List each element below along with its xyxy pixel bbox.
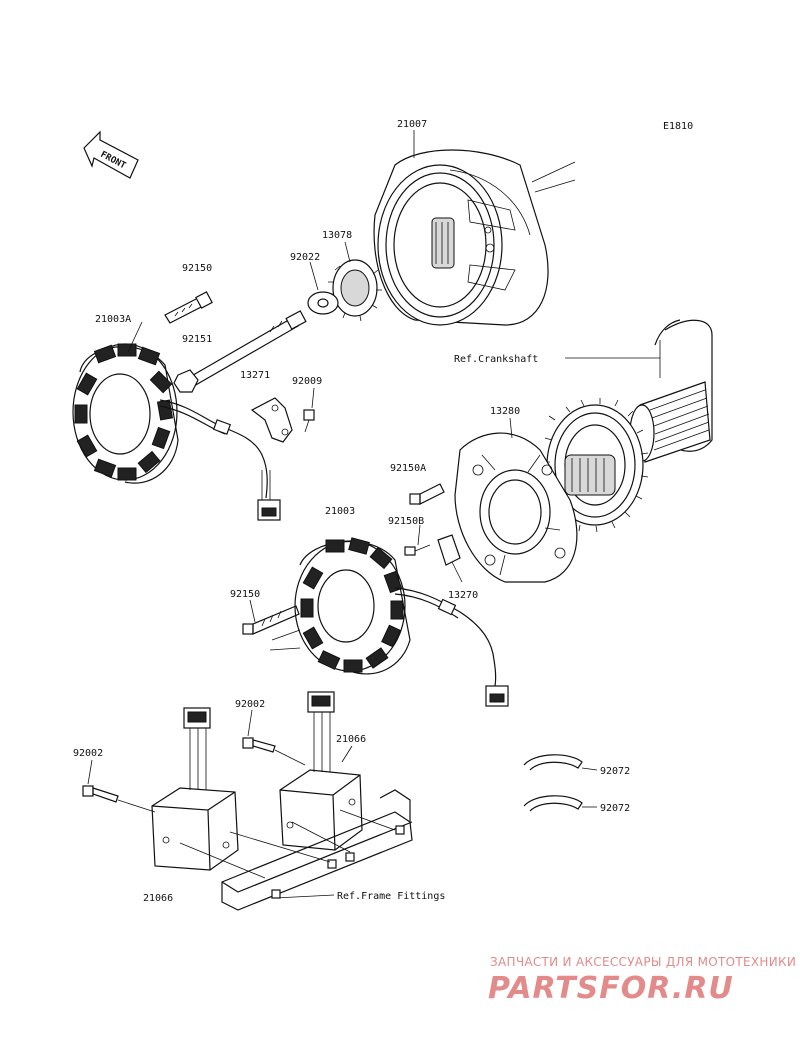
plate-13271 xyxy=(250,397,293,443)
bolt-92150B xyxy=(404,544,431,556)
crankshaft xyxy=(629,319,713,463)
clamp-92072-b xyxy=(523,795,597,812)
rotor-21007 xyxy=(373,149,576,326)
callout-21066-left: 21066 xyxy=(143,893,173,904)
plate-13270 xyxy=(437,534,461,566)
callout-13271: 13271 xyxy=(240,370,270,381)
bolt-92002-right xyxy=(242,737,276,753)
callout-21007: 21007 xyxy=(397,119,427,130)
frame-bracket xyxy=(179,789,413,911)
regulator-21066-right xyxy=(279,691,363,851)
callout-92002-left: 92002 xyxy=(73,748,103,759)
callout-13280: 13280 xyxy=(490,406,520,417)
cover-13280 xyxy=(454,432,578,583)
callout-92150A: 92150A xyxy=(390,463,426,474)
regulator-21066-left xyxy=(151,707,239,871)
callout-ref-frame: Ref.Frame Fittings xyxy=(337,891,445,902)
callout-92150B: 92150B xyxy=(388,516,424,527)
callout-92072-a: 92072 xyxy=(600,766,630,777)
bolt-92151 xyxy=(173,310,307,393)
callout-92022: 92022 xyxy=(290,252,320,263)
front-arrow-icon: FRONT xyxy=(83,130,139,179)
callout-92150-top: 92150 xyxy=(182,263,212,274)
bolt-92009 xyxy=(303,409,315,433)
callout-21066-right: 21066 xyxy=(336,734,366,745)
gear-13078 xyxy=(328,259,382,322)
watermark-brand: PARTSFOR.RU xyxy=(488,971,734,1006)
washer-92022 xyxy=(307,291,339,315)
bolt-92150-mid xyxy=(242,605,300,635)
watermark-tagline: ЗАПЧАСТИ И АКСЕССУАРЫ ДЛЯ МОТОТЕХНИКИ xyxy=(490,955,796,969)
callout-92150-mid: 92150 xyxy=(230,589,260,600)
starter-gear xyxy=(543,398,649,533)
callout-92002-right: 92002 xyxy=(235,699,265,710)
callout-92009: 92009 xyxy=(292,376,322,387)
diagram-code: E1810 xyxy=(663,121,693,132)
clamp-92072-a xyxy=(523,754,598,771)
callout-13270: 13270 xyxy=(448,590,478,601)
callout-ref-crankshaft: Ref.Crankshaft xyxy=(454,354,538,365)
callout-92072-b: 92072 xyxy=(600,803,630,814)
stator-21003 xyxy=(294,537,509,707)
callout-92151: 92151 xyxy=(182,334,212,345)
bolt-92150-top xyxy=(164,291,213,324)
bolt-92002-left xyxy=(82,785,119,803)
callout-21003: 21003 xyxy=(325,506,355,517)
stator-21003A xyxy=(72,343,281,521)
callout-21003A: 21003A xyxy=(95,314,131,325)
callout-13078: 13078 xyxy=(322,230,352,241)
bolt-92150A xyxy=(409,483,445,505)
